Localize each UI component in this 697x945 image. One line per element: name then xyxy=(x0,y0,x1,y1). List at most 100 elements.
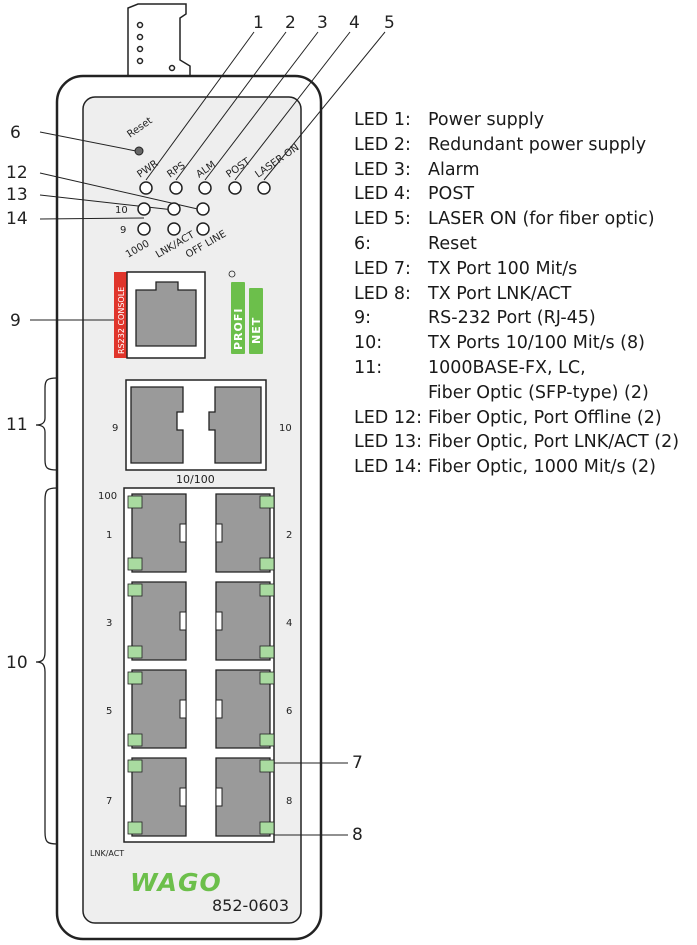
rj45-port-2[interactable] xyxy=(215,493,271,573)
legend-text: TX Port LNK/ACT xyxy=(428,283,572,304)
legend-key: 11: xyxy=(354,357,383,378)
ports-lnk-label: LNK/ACT xyxy=(90,849,124,858)
legend-text: RS-232 Port (RJ-45) xyxy=(428,308,596,329)
legend-key: 9: xyxy=(354,308,372,329)
legend-row: LED 12:Fiber Optic, Port Offline (2) xyxy=(354,406,694,431)
legend-key: LED 1: xyxy=(354,110,411,130)
legend-key: LED 14: xyxy=(354,457,423,478)
sfp-port-10[interactable] xyxy=(208,386,262,464)
legend-key: LED 4: xyxy=(354,184,411,205)
callout-14: 14 xyxy=(6,209,28,229)
brace-10 xyxy=(35,487,58,845)
led-pwr xyxy=(139,181,153,195)
legend-text: Fiber Optic (SFP-type) (2) xyxy=(428,382,649,403)
brand-text: WAGO xyxy=(130,868,222,897)
legend-key: LED 5: xyxy=(354,209,411,230)
din-rail-clip xyxy=(127,3,191,75)
port-label-4: 4 xyxy=(286,618,292,629)
led-lnk-port9 xyxy=(167,222,181,236)
led-1000-port9 xyxy=(137,222,151,236)
led-100-port-1 xyxy=(127,495,143,509)
callout-lines xyxy=(30,31,386,836)
legend-key: LED 2: xyxy=(354,134,411,155)
led-lnk-port-4 xyxy=(259,645,275,659)
legend-text: Fiber Optic, Port LNK/ACT (2) xyxy=(428,432,680,453)
led-lnk-port-7 xyxy=(127,821,143,835)
rj45-latch xyxy=(215,523,223,543)
rj45-port-6[interactable] xyxy=(215,669,271,749)
led-lnk-port-5 xyxy=(127,733,143,747)
led-lnk-port-2 xyxy=(259,557,275,571)
legend-row: LED 2:Redundant power supply xyxy=(354,133,694,158)
fiber-row-label-9: 9 xyxy=(120,225,126,236)
legend-row: LED 4: POST xyxy=(354,182,694,207)
led-offline-port9 xyxy=(196,222,210,236)
legend-row: 11: 1000BASE-FX, LC, xyxy=(354,356,694,381)
legend-text: TX Port 100 Mit/s xyxy=(428,258,578,279)
legend-text: POST xyxy=(428,184,475,205)
rj45-latch xyxy=(179,699,187,719)
port-label-3: 3 xyxy=(106,618,112,629)
legend-key: LED 3: xyxy=(354,159,411,180)
brace-11 xyxy=(35,377,58,471)
sfp-label-9: 9 xyxy=(112,423,118,434)
led-100-port-8 xyxy=(259,759,275,773)
led-100-port-5 xyxy=(127,671,143,685)
legend-row: LED 3:Alarm xyxy=(354,158,694,183)
rj45-port-1[interactable] xyxy=(131,493,187,573)
legend-text: Power supply xyxy=(428,110,545,130)
callout-4: 4 xyxy=(349,13,360,33)
led-alm xyxy=(198,181,212,195)
led-lnk-port-3 xyxy=(127,645,143,659)
profinet-top: PROFI xyxy=(232,308,245,351)
callout-11: 11 xyxy=(6,415,28,435)
fiber-leds xyxy=(137,202,210,236)
led-100-port-4 xyxy=(259,583,275,597)
led-100-port-7 xyxy=(127,759,143,773)
legend-row: 9: RS-232 Port (RJ-45) xyxy=(354,306,694,331)
legend-key: LED 8: xyxy=(354,283,411,304)
rj45-port-8[interactable] xyxy=(215,757,271,837)
sfp-port-9[interactable] xyxy=(130,386,184,464)
rj45-port-3[interactable] xyxy=(131,581,187,661)
port-label-7: 7 xyxy=(106,796,112,807)
rs232-port[interactable] xyxy=(126,271,206,359)
rj45-latch xyxy=(215,787,223,807)
legend-text: TX Ports 10/100 Mit/s (8) xyxy=(428,333,645,354)
rj45-port-7[interactable] xyxy=(131,757,187,837)
callout-5: 5 xyxy=(384,13,395,33)
led-1000-port10 xyxy=(137,202,151,216)
legend-key: 10: xyxy=(354,333,383,354)
profinet-bottom: NET xyxy=(250,317,263,344)
legend-row: 6:Reset xyxy=(354,232,694,257)
port-label-1: 1 xyxy=(106,530,112,541)
rj45-port-5[interactable] xyxy=(131,669,187,749)
legend-row: LED 1: Power supply xyxy=(354,108,694,133)
rj45-latch xyxy=(179,787,187,807)
rj45-block xyxy=(123,487,275,843)
callout-1: 1 xyxy=(253,13,264,33)
callout-7: 7 xyxy=(352,753,363,773)
led-lnk-port10 xyxy=(167,202,181,216)
rj45-port-4[interactable] xyxy=(215,581,271,661)
fiber-row-label-10: 10 xyxy=(115,205,128,216)
legend-row: 10: TX Ports 10/100 Mit/s (8) xyxy=(354,331,694,356)
led-laser-on xyxy=(257,181,271,195)
profinet-logo: PROFI NET xyxy=(228,270,263,354)
legend-text: Reset xyxy=(428,233,477,254)
legend-text: 1000BASE-FX, LC, xyxy=(428,357,586,378)
legend-row: LED 8: TX Port LNK/ACT xyxy=(354,282,694,307)
sfp-speed-label: 10/100 xyxy=(176,473,215,486)
console-label: RS232 CONSOLE xyxy=(117,287,126,354)
led-lnk-port-6 xyxy=(259,733,275,747)
legend-text: LASER ON (for fiber optic) xyxy=(428,209,655,230)
led-100-port-6 xyxy=(259,671,275,685)
legend-row: LED 7:TX Port 100 Mit/s xyxy=(354,257,694,282)
legend-key: LED 12: xyxy=(354,407,423,428)
legend-row: LED 13:Fiber Optic, Port LNK/ACT (2) xyxy=(354,430,694,455)
led-lnk-port-1 xyxy=(127,557,143,571)
sfp-label-10: 10 xyxy=(279,423,292,434)
reset-button[interactable] xyxy=(134,146,144,156)
